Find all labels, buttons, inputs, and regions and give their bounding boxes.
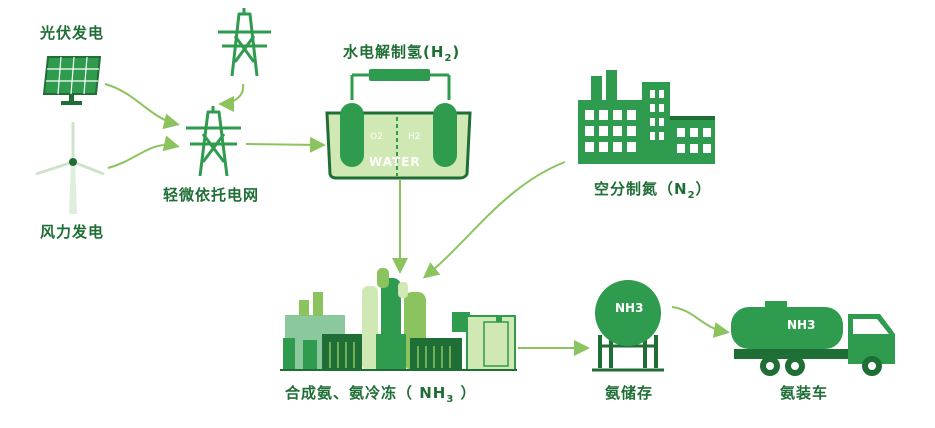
ammonia-storage-tank-icon xyxy=(592,280,664,372)
electrolysis-label: 水电解制氢(H2) xyxy=(343,41,460,64)
air-separation-text: 空分制氮 xyxy=(594,180,659,198)
electrolysis-formula: (H xyxy=(423,43,445,61)
h2-label: H2 xyxy=(408,132,421,142)
air-separation-subscript: 2 xyxy=(687,190,696,201)
solar-label: 光伏发电 xyxy=(40,24,105,42)
synthesis-formula: （ NH xyxy=(397,384,447,402)
grid-label: 轻微依托电网 xyxy=(163,186,260,204)
arrow-solar-to-grid xyxy=(104,83,180,130)
arrow-wind-to-grid xyxy=(107,135,180,169)
electrolysis-subscript: 2 xyxy=(444,53,453,64)
arrow-tower-to-grid xyxy=(218,83,245,112)
arrow-nitrogen-to-synthesis xyxy=(422,161,566,279)
wind-label: 风力发电 xyxy=(40,223,105,241)
electrolyzer-icon xyxy=(325,69,472,180)
air-separation-label: 空分制氮（N2） xyxy=(594,178,712,201)
ammonia-tanker-truck-icon xyxy=(731,301,895,376)
truck-nh3-tag: NH3 xyxy=(787,318,815,332)
electrolysis-text: 水电解制氢 xyxy=(343,43,424,61)
air-separation-factory-icon xyxy=(578,70,715,164)
o2-label: O2 xyxy=(370,132,383,142)
synthesis-close: ） xyxy=(454,384,477,402)
synthesis-label: 合成氨、氨冷冻（ NH3 ） xyxy=(285,382,477,405)
air-separation-formula: （N xyxy=(658,180,688,198)
wind-turbine-icon xyxy=(35,122,105,214)
water-label: WATER xyxy=(369,155,421,169)
ammonia-synthesis-plant-icon xyxy=(280,268,517,371)
storage-tank-nh3-tag: NH3 xyxy=(615,301,643,315)
solar-panel-icon xyxy=(42,56,102,105)
storage-label: 氨储存 xyxy=(605,384,654,402)
arrow-grid-to-electrolyzer xyxy=(245,136,326,153)
power-tower-top-icon xyxy=(218,8,271,77)
synthesis-text: 合成氨、氨冷冻 xyxy=(285,384,398,402)
truck-label: 氨装车 xyxy=(780,384,829,402)
power-tower-grid-icon xyxy=(186,106,241,177)
arrow-storage-to-truck xyxy=(671,306,730,338)
synthesis-subscript: 3 xyxy=(446,394,455,405)
electrolysis-close: ) xyxy=(452,43,461,61)
air-separation-close: ） xyxy=(695,180,712,198)
